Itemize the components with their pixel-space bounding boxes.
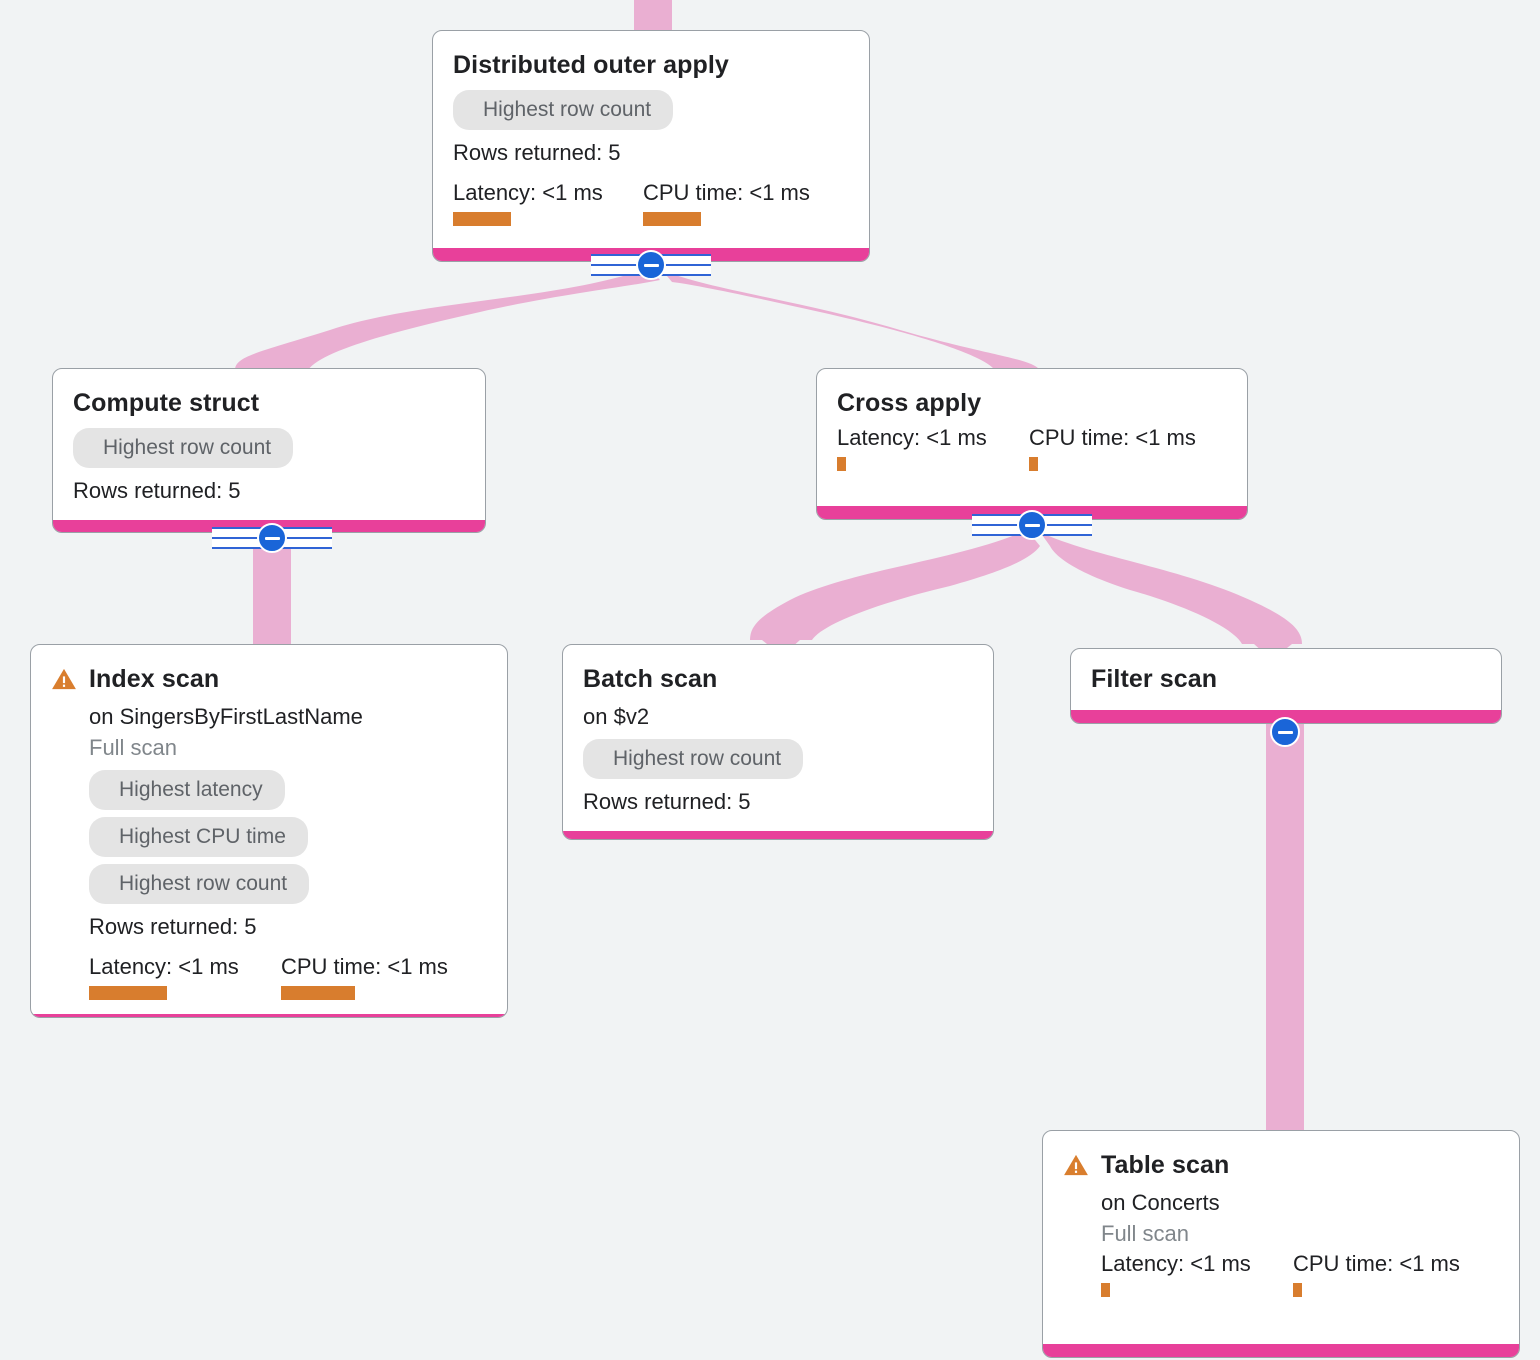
node-body: Batch scan on $v2 Highest row count Rows… (563, 645, 993, 831)
metric-latency: Latency: <1 ms (1101, 1251, 1293, 1297)
collapse-minus-icon[interactable] (636, 250, 666, 280)
node-scan-type: Full scan (89, 735, 178, 760)
node-accent-bar (1043, 1344, 1519, 1357)
metrics-row: Latency: <1 ms CPU time: <1 ms (89, 954, 507, 1000)
collapse-handle-cross-apply[interactable] (972, 508, 1092, 542)
warning-triangle-icon (1064, 1154, 1088, 1176)
node-title: Table scan (1101, 1151, 1230, 1179)
metric-cpu-time-label: CPU time: <1 ms (281, 954, 448, 979)
node-index-scan[interactable]: Index scan on SingersByFirstLastName Ful… (30, 644, 508, 1018)
edge-cross-apply-to-filter-scan (1040, 532, 1302, 660)
node-title-row: Distributed outer apply (453, 49, 729, 81)
node-details: on SingersByFirstLastName Full scan High… (51, 697, 507, 1000)
node-title-row: Filter scan (1091, 663, 1217, 695)
metric-cpu-time-label: CPU time: <1 ms (1029, 425, 1196, 450)
collapse-minus-icon[interactable] (1017, 510, 1047, 540)
node-details: Highest row count Rows returned: 5 (73, 421, 465, 506)
node-details: on $v2 Highest row count Rows returned: … (583, 697, 973, 817)
badge-highest-row-count: Highest row count (73, 428, 294, 468)
node-title: Index scan (89, 665, 220, 693)
badge-highest-row-count: Highest row count (583, 739, 804, 779)
metric-latency-label: Latency: <1 ms (1101, 1251, 1251, 1276)
metric-cpu-time: CPU time: <1 ms (1293, 1251, 1460, 1297)
badge-highest-cpu-time: Highest CPU time (89, 817, 308, 857)
node-body: Index scan on SingersByFirstLastName Ful… (31, 645, 507, 1014)
metric-latency: Latency: <1 ms (453, 180, 643, 226)
badge-highest-latency: Highest latency (89, 770, 285, 810)
metric-cpu-time-bar (1029, 457, 1038, 471)
metrics-row: Latency: <1 ms CPU time: <1 ms (453, 180, 849, 226)
metric-cpu-time: CPU time: <1 ms (281, 954, 448, 1000)
node-title-row: Index scan (51, 663, 219, 695)
node-details: on Concerts Full scan Latency: <1 ms CPU… (1063, 1183, 1519, 1297)
metric-latency: Latency: <1 ms (837, 425, 1029, 471)
warning-triangle-icon (52, 668, 76, 690)
metric-cpu-time-bar (1293, 1283, 1302, 1297)
node-title-row: Table scan (1063, 1149, 1229, 1181)
node-filter-scan[interactable]: Filter scan (1070, 648, 1502, 724)
metrics-row: Latency: <1 ms CPU time: <1 ms (837, 425, 1227, 471)
node-body: Table scan on Concerts Full scan Latency… (1043, 1131, 1519, 1344)
node-accent-bar (563, 831, 993, 839)
metric-cpu-time: CPU time: <1 ms (643, 180, 810, 226)
node-distributed-outer-apply[interactable]: Distributed outer apply Highest row coun… (432, 30, 870, 262)
metric-latency-label: Latency: <1 ms (453, 180, 603, 205)
metric-latency-bar (453, 212, 511, 226)
node-body: Filter scan (1071, 649, 1501, 710)
edge-offscreen-to-distributed-outer-apply (634, 0, 672, 34)
node-details: Highest row count Rows returned: 5 Laten… (453, 83, 849, 226)
node-cross-apply[interactable]: Cross apply Latency: <1 ms CPU time: <1 … (816, 368, 1248, 520)
metric-cpu-time-label: CPU time: <1 ms (643, 180, 810, 205)
node-body: Cross apply Latency: <1 ms CPU time: <1 … (817, 369, 1247, 506)
rows-returned: Rows returned: 5 (583, 789, 751, 814)
node-title: Distributed outer apply (453, 51, 729, 79)
node-title: Compute struct (73, 389, 260, 417)
collapse-minus-icon[interactable] (1270, 717, 1300, 747)
metric-cpu-time-label: CPU time: <1 ms (1293, 1251, 1460, 1276)
collapse-handle-filter-scan[interactable] (1225, 715, 1345, 749)
node-title: Batch scan (583, 665, 718, 693)
node-subtitle: on $v2 (583, 704, 650, 729)
node-compute-struct[interactable]: Compute struct Highest row count Rows re… (52, 368, 486, 533)
rows-returned: Rows returned: 5 (89, 914, 257, 939)
metric-cpu-time-bar (281, 986, 355, 1000)
node-title-row: Cross apply (837, 387, 981, 419)
node-title-row: Batch scan (583, 663, 717, 695)
edge-filter-scan-to-table-scan (1266, 720, 1304, 1138)
node-scan-type: Full scan (1101, 1221, 1190, 1246)
rows-returned: Rows returned: 5 (453, 140, 621, 165)
metrics-row: Latency: <1 ms CPU time: <1 ms (1101, 1251, 1519, 1297)
metric-latency: Latency: <1 ms (89, 954, 281, 1000)
badge-highest-row-count: Highest row count (453, 90, 674, 130)
node-table-scan[interactable]: Table scan on Concerts Full scan Latency… (1042, 1130, 1520, 1358)
collapse-handle-compute-struct[interactable] (212, 521, 332, 555)
metric-cpu-time-bar (643, 212, 701, 226)
node-subtitle: on SingersByFirstLastName (89, 704, 363, 729)
collapse-handle-distributed-outer-apply[interactable] (591, 248, 711, 282)
node-subtitle: on Concerts (1101, 1190, 1220, 1215)
node-title: Filter scan (1091, 665, 1218, 693)
rows-returned: Rows returned: 5 (73, 478, 241, 503)
node-body: Distributed outer apply Highest row coun… (433, 31, 869, 248)
node-details: Latency: <1 ms CPU time: <1 ms (837, 421, 1227, 471)
metric-cpu-time: CPU time: <1 ms (1029, 425, 1196, 471)
node-title-row: Compute struct (73, 387, 259, 419)
node-batch-scan[interactable]: Batch scan on $v2 Highest row count Rows… (562, 644, 994, 840)
node-title: Cross apply (837, 389, 982, 417)
metric-latency-bar (1101, 1283, 1110, 1297)
node-accent-bar (31, 1014, 507, 1017)
collapse-minus-icon[interactable] (257, 523, 287, 553)
metric-latency-bar (837, 457, 846, 471)
metric-latency-bar (89, 986, 167, 1000)
metric-latency-label: Latency: <1 ms (89, 954, 239, 979)
metric-latency-label: Latency: <1 ms (837, 425, 987, 450)
node-body: Compute struct Highest row count Rows re… (53, 369, 485, 520)
badge-highest-row-count: Highest row count (89, 864, 310, 904)
edge-cross-apply-to-batch-scan (750, 530, 1040, 656)
